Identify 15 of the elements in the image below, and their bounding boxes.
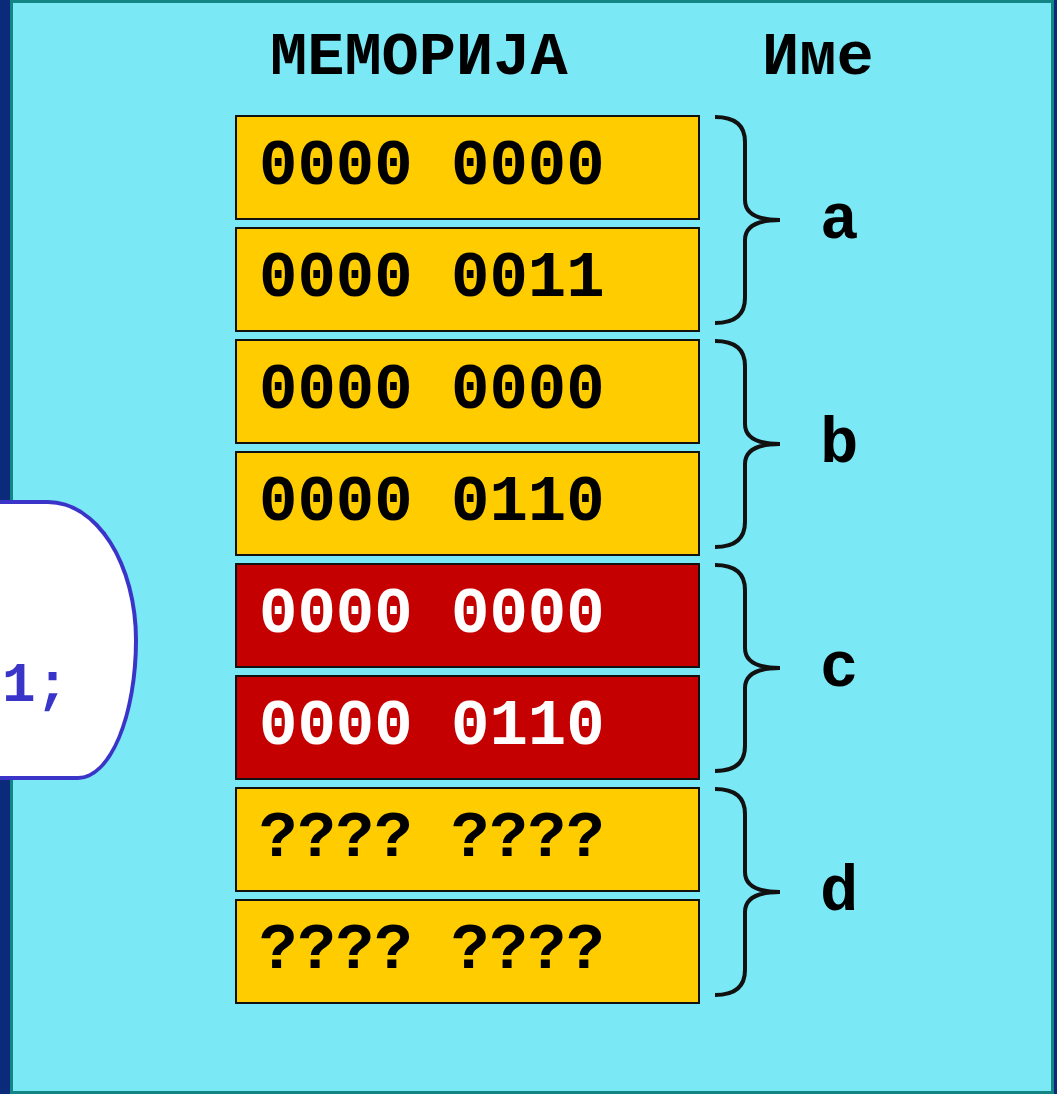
memory-cell: 0000 0110 <box>235 675 700 780</box>
memory-cell: ???? ???? <box>235 787 700 892</box>
memory-cell: 0000 0110 <box>235 451 700 556</box>
column-header: МЕМОРИЈА <box>270 22 568 93</box>
variable-name: d <box>820 857 859 929</box>
code-text: 1; <box>2 654 70 718</box>
memory-cell: 0000 0000 <box>235 339 700 444</box>
memory-cell: 0000 0011 <box>235 227 700 332</box>
variable-name: a <box>820 185 859 257</box>
column-header: Име <box>762 22 874 93</box>
variable-name: b <box>820 409 859 481</box>
memory-cell: 0000 0000 <box>235 563 700 668</box>
memory-cell: 0000 0000 <box>235 115 700 220</box>
variable-name: c <box>820 633 859 705</box>
memory-cell: ???? ???? <box>235 899 700 1004</box>
